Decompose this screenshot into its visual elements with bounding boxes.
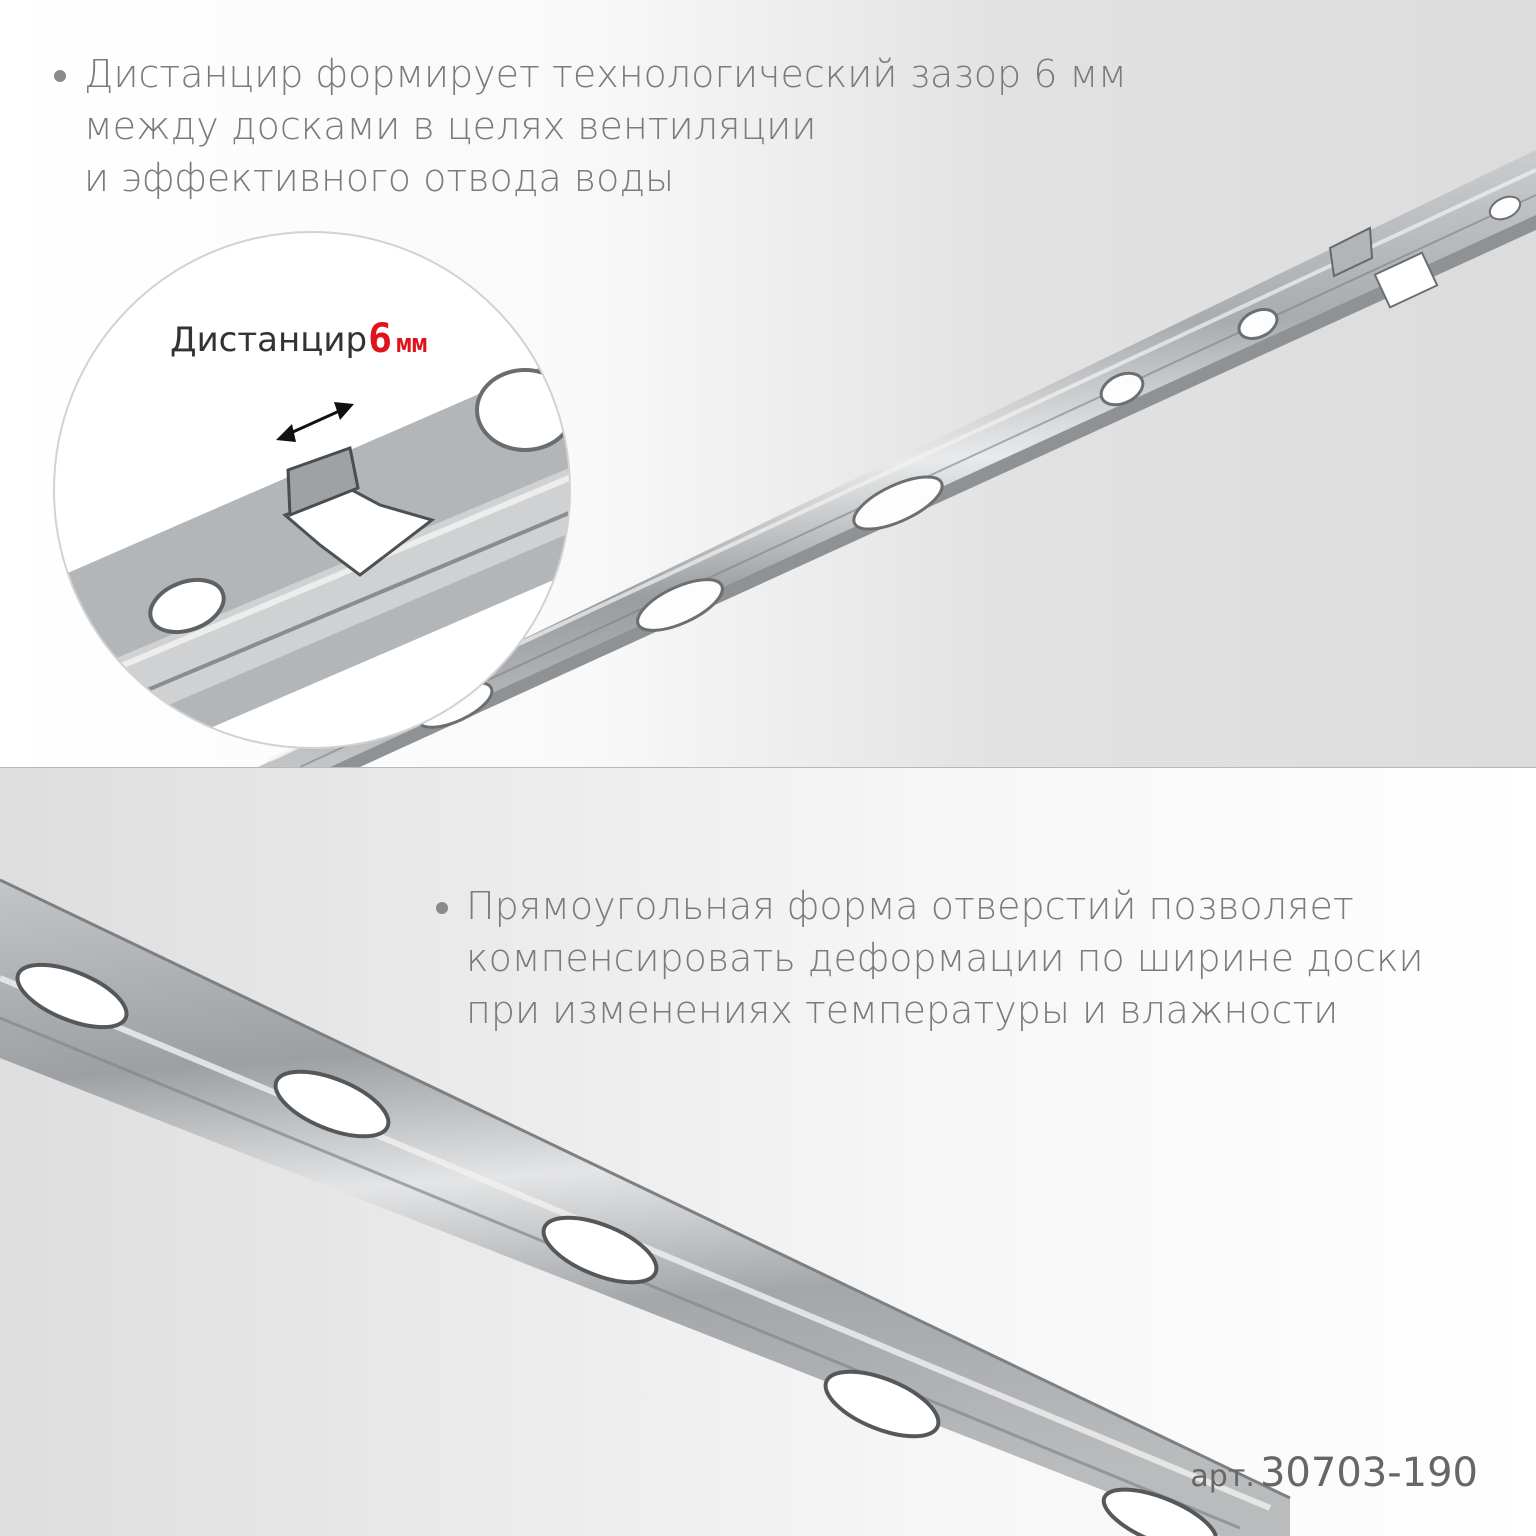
double-arrow-icon: [276, 402, 354, 442]
spacer-tab-zoom: [286, 446, 360, 518]
top-rail-illustration: [53, 150, 1536, 767]
slot-hole: [636, 578, 724, 632]
magnifier-circle: [53, 231, 571, 749]
feature-bullet-slots: Прямоугольная форма отверстий позволяет …: [436, 880, 1424, 1036]
round-hole: [1099, 371, 1145, 407]
slot-hole: [823, 1369, 941, 1439]
slot-hole: [1101, 1487, 1219, 1536]
slot-hole: [852, 475, 944, 531]
bottom-panel: Прямоугольная форма отверстий позволяет …: [0, 768, 1536, 1536]
article-prefix: арт.: [1190, 1459, 1255, 1494]
round-hole: [1237, 307, 1279, 341]
article-code: 30703-190: [1259, 1450, 1478, 1496]
article-number: арт. 30703-190: [1190, 1450, 1478, 1496]
top-panel: Дистанцир формирует технологический зазо…: [0, 0, 1536, 767]
slot-hole: [541, 1215, 659, 1285]
slot-hole: [15, 962, 129, 1030]
callout-size-unit: мм: [396, 329, 428, 359]
feature-text-line: компенсировать деформации по ширине доск…: [466, 936, 1424, 980]
bottom-rail-illustration: [0, 878, 1291, 1536]
bullet-dot-icon: [436, 902, 448, 914]
callout-label: Дистанцир: [170, 320, 368, 360]
feature-text-line: между досками в целях вентиляции: [84, 104, 817, 148]
bullet-dot-icon: [54, 70, 66, 82]
spacer-tab: [1328, 226, 1374, 278]
callout-size-value: 6: [368, 316, 393, 362]
feature-text-line: Дистанцир формирует технологический зазо…: [84, 52, 1127, 96]
feature-text-line: и эффективного отвода воды: [84, 156, 675, 200]
feature-text-line: при изменениях температуры и влажности: [466, 988, 1339, 1032]
slot-hole: [273, 1069, 391, 1139]
feature-text-line: Прямоугольная форма отверстий позволяет: [466, 884, 1354, 928]
feature-bullet-gap: Дистанцир формирует технологический зазо…: [54, 48, 1127, 204]
metal-rail-top: [258, 150, 1536, 767]
panel-divider: [0, 767, 1536, 768]
metal-rail-bottom: [0, 878, 1291, 1536]
